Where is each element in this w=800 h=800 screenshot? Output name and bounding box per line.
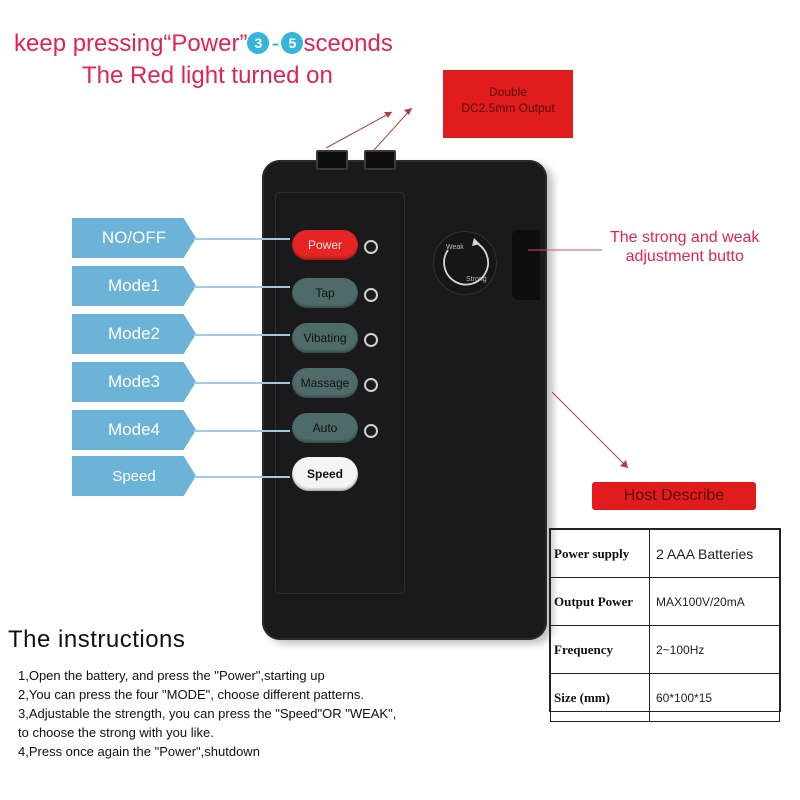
connector-line xyxy=(194,430,290,432)
auto-button[interactable]: Auto xyxy=(292,413,358,443)
rotate-arrow-icon xyxy=(443,238,489,286)
spec-key: Power supply xyxy=(550,529,650,578)
arrow-line xyxy=(325,111,393,149)
connector-line xyxy=(194,286,290,288)
header-text-prefix: keep pressing“Power” xyxy=(14,30,248,57)
number-3-badge: 3 xyxy=(247,31,270,54)
adjustment-note-line1: The strong and weak xyxy=(610,229,760,246)
arrow-head xyxy=(404,108,412,115)
arrow-head xyxy=(384,112,392,118)
connector-line xyxy=(194,382,290,384)
dc-output-badge: Double DC2.5mm Output xyxy=(443,70,573,138)
power-led xyxy=(364,240,378,254)
tap-button[interactable]: Tap xyxy=(292,278,358,308)
knob-strong-label: Strong xyxy=(466,276,487,283)
instruction-line: 2,You can press the four "MODE", choose … xyxy=(18,687,364,702)
spec-table: Power supply 2 AAA Batteries Output Powe… xyxy=(549,528,781,722)
connector-line xyxy=(194,476,290,478)
massage-led xyxy=(364,378,378,392)
arrow-line xyxy=(373,107,413,151)
header-dash: - xyxy=(271,30,280,57)
spec-key: Frequency xyxy=(550,625,650,674)
instruction-line: 1,Open the battery, and press the "Power… xyxy=(18,668,325,683)
tap-led xyxy=(364,288,378,302)
massage-button[interactable]: Massage xyxy=(292,368,358,398)
dc-jack-right xyxy=(364,150,396,170)
instruction-line: to choose the strong with you like. xyxy=(18,725,214,740)
strength-wheel-edge[interactable] xyxy=(512,230,540,300)
spec-value: 2 AAA Batteries xyxy=(649,529,780,578)
arrow-head xyxy=(620,460,628,468)
dc-output-line2: DC2.5mm Output xyxy=(461,101,555,115)
instructions-list: 1,Open the battery, and press the "Power… xyxy=(18,666,396,761)
table-row: Frequency 2~100Hz xyxy=(550,625,780,674)
speed-button[interactable]: Speed xyxy=(292,457,358,491)
label-mode4: Mode4 xyxy=(72,410,196,450)
label-mode2: Mode2 xyxy=(72,314,196,354)
label-mode1: Mode1 xyxy=(72,266,196,306)
spec-table-grid: Power supply 2 AAA Batteries Output Powe… xyxy=(550,529,780,722)
arrow-line xyxy=(551,391,629,469)
label-no-off: NO/OFF xyxy=(72,218,196,258)
red-light-note: The Red light turned on xyxy=(82,62,333,89)
vibrating-button[interactable]: Vibating xyxy=(292,323,358,353)
spec-value: 60*100*15 xyxy=(649,673,780,722)
button-panel-outline xyxy=(275,192,405,594)
spec-value: 2~100Hz xyxy=(649,625,780,674)
label-mode3: Mode3 xyxy=(72,362,196,402)
connector-line xyxy=(194,334,290,336)
vibrating-led xyxy=(364,333,378,347)
knob-weak-label: Weak xyxy=(446,244,464,251)
dc-output-line1: Double xyxy=(488,85,528,99)
spec-value: MAX100V/20mA xyxy=(649,577,780,626)
instructions-title: The instructions xyxy=(8,626,186,653)
number-5-badge: 5 xyxy=(281,31,304,54)
table-row: Size (mm) 60*100*15 xyxy=(550,673,780,722)
label-speed: Speed xyxy=(72,456,196,496)
strength-knob[interactable] xyxy=(434,232,496,294)
auto-led xyxy=(364,424,378,438)
host-describe-badge: Host Describe xyxy=(592,482,756,510)
header-text-suffix: sceonds xyxy=(303,30,393,57)
adjustment-note: The strong and weak adjustment butto xyxy=(610,228,759,266)
dc-jack-left xyxy=(316,150,348,170)
spec-key: Output Power xyxy=(550,577,650,626)
instruction-line: 3,Adjustable the strength, you can press… xyxy=(18,706,397,721)
spec-key: Size (mm) xyxy=(550,673,650,722)
connector-line xyxy=(194,238,290,240)
table-row: Output Power MAX100V/20mA xyxy=(550,577,780,626)
adjustment-note-line2: adjustment butto xyxy=(625,248,744,265)
table-row: Power supply 2 AAA Batteries xyxy=(550,529,780,578)
instruction-line: 4,Press once again the "Power",shutdown xyxy=(18,744,260,759)
power-button[interactable]: Power xyxy=(292,230,358,260)
